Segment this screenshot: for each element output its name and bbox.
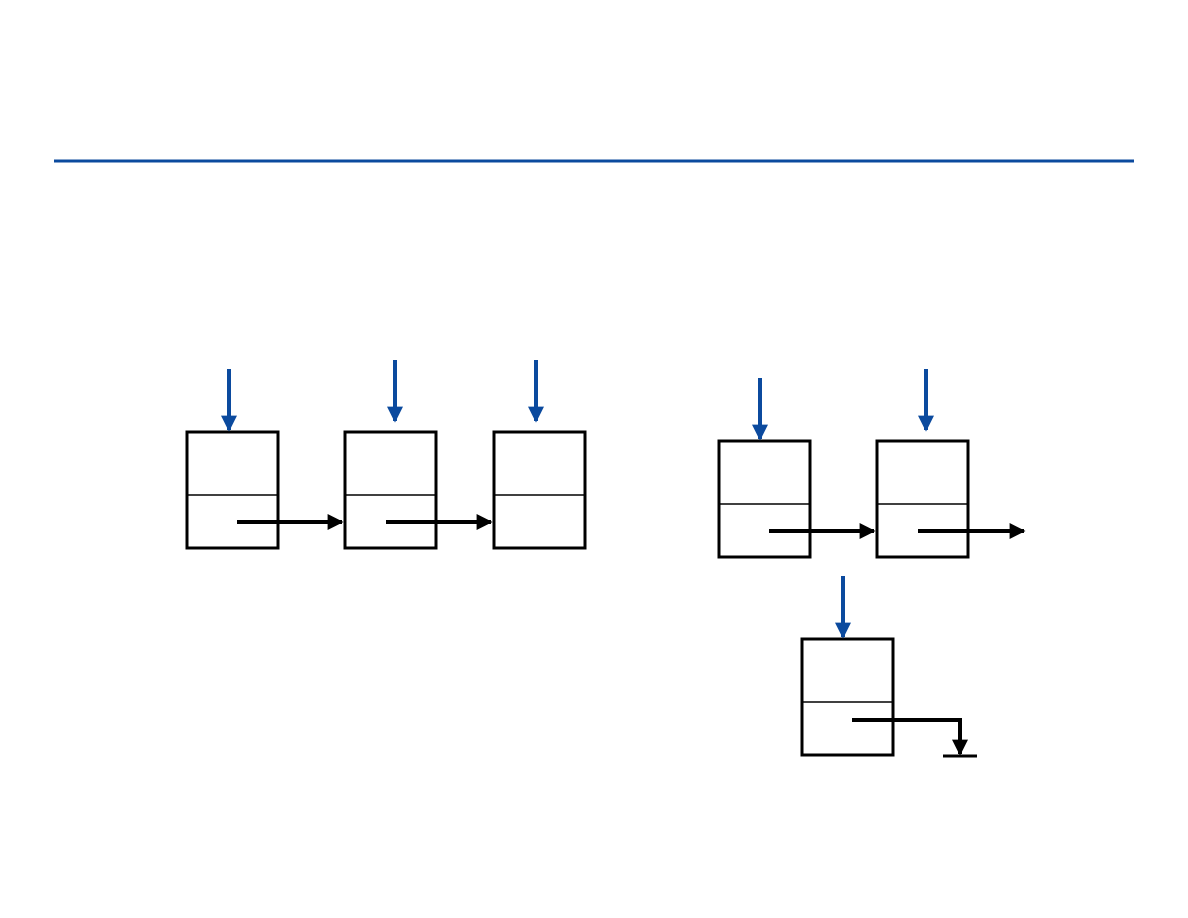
left-list [185, 360, 587, 550]
left-node-1-box [185, 430, 280, 550]
detached-node [800, 637, 895, 757]
detached-node-box [800, 637, 895, 757]
left-node-2 [343, 430, 438, 550]
right-node-1-box [717, 439, 812, 559]
detached-node-group [800, 576, 977, 758]
right-list [717, 369, 1026, 559]
right-node-1 [717, 439, 812, 559]
left-node-3-box [492, 430, 587, 550]
detached-null-link [852, 718, 968, 756]
left-node-1 [185, 430, 280, 550]
left-node-2-box [343, 430, 438, 550]
left-node-3 [492, 430, 587, 550]
right-node-2 [875, 439, 970, 559]
right-node-2-box [875, 439, 970, 559]
